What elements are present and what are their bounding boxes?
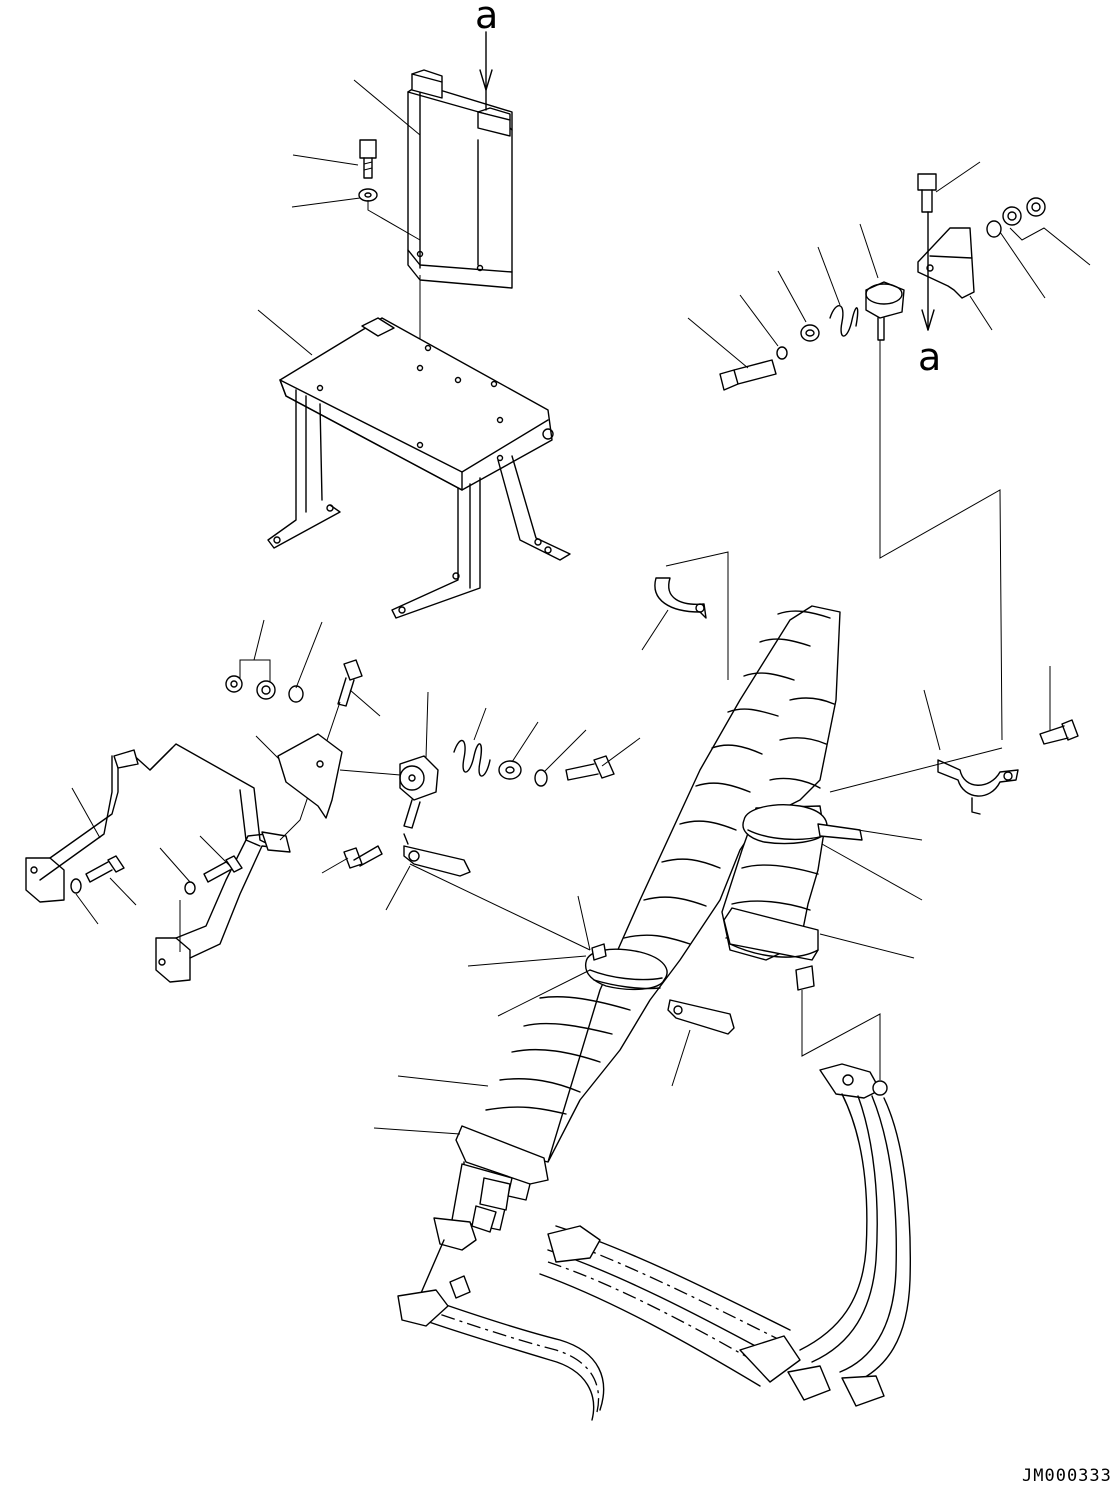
band-clamps (654, 577, 1019, 1035)
view-arrow-top (479, 31, 493, 111)
document-id: JM000333 (1022, 1466, 1112, 1486)
leader-lines-left (71, 619, 413, 952)
hose-clamp-left (584, 943, 668, 991)
top-right-assembly (719, 173, 1046, 391)
view-marker-top: a (475, 0, 499, 37)
bolt-top-left (358, 139, 378, 202)
damper-bracket-middle (277, 733, 615, 829)
cooler-core (407, 69, 513, 289)
mounting-bracket (267, 317, 571, 619)
lower-connectors (417, 1063, 888, 1301)
leader-lines-hoses (373, 551, 1051, 1135)
stay-bracket (25, 743, 291, 983)
leader-lines-right (687, 161, 1091, 741)
air-hose-left (459, 605, 841, 1163)
bolt-right-clamp (1039, 719, 1079, 745)
leader-lines-center (425, 691, 641, 773)
view-marker-right: a (918, 335, 942, 379)
pipes (397, 1093, 911, 1421)
bolts-left-middle (70, 659, 363, 895)
clamp-small (321, 833, 591, 951)
